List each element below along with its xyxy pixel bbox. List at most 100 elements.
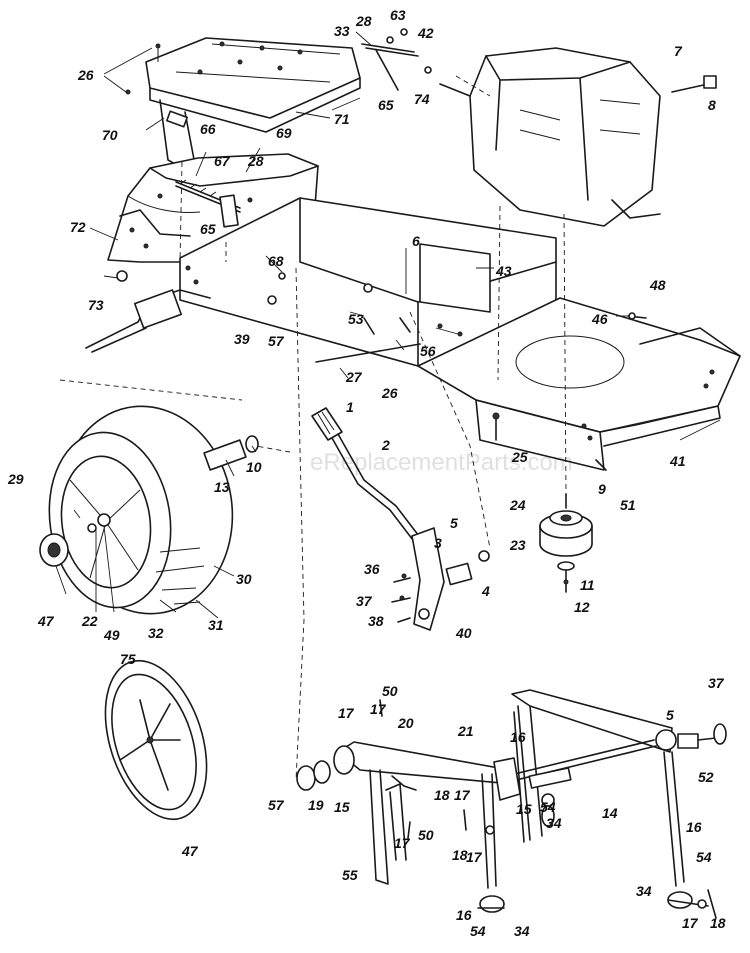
pulley-part	[539, 493, 593, 593]
callout-19: 19	[308, 797, 324, 813]
callout-65: 65	[378, 97, 394, 113]
callout-10: 10	[246, 459, 262, 475]
axle-spacer-part	[203, 435, 259, 471]
callout-52: 52	[698, 769, 714, 785]
callout-21: 21	[457, 723, 474, 739]
callout-13: 13	[214, 479, 230, 495]
hub-cap-part	[39, 509, 111, 567]
callout-67: 67	[214, 153, 231, 169]
callout-34: 34	[514, 923, 530, 939]
callout-57: 57	[268, 333, 285, 349]
callout-17: 17	[338, 705, 355, 721]
callout-55: 55	[342, 867, 358, 883]
callout-57: 57	[268, 797, 285, 813]
clutch-pedal-part	[311, 407, 490, 631]
callout-54: 54	[696, 849, 712, 865]
callout-47: 47	[181, 843, 199, 859]
callout-5: 5	[450, 515, 458, 531]
axle-bracket-part	[85, 270, 421, 363]
callout-34: 34	[546, 815, 562, 831]
callout-23: 23	[509, 537, 526, 553]
callout-26: 26	[77, 67, 94, 83]
callout-46: 46	[591, 311, 608, 327]
callout-16: 16	[686, 819, 702, 835]
callout-1: 1	[346, 399, 354, 415]
callout-51: 51	[620, 497, 636, 513]
callout-14: 14	[602, 805, 618, 821]
wheel-cover-part	[104, 659, 208, 821]
main-frame-part	[179, 197, 741, 471]
callout-70: 70	[102, 127, 118, 143]
callout-22: 22	[81, 613, 98, 629]
callout-54: 54	[540, 799, 556, 815]
callout-68: 68	[268, 253, 284, 269]
callout-74: 74	[414, 91, 430, 107]
callout-54: 54	[470, 923, 486, 939]
callout-15: 15	[334, 799, 350, 815]
callout-6: 6	[412, 233, 420, 249]
callout-42: 42	[417, 25, 434, 41]
callout-16: 16	[456, 907, 472, 923]
callout-72: 72	[70, 219, 86, 235]
callout-3: 3	[434, 535, 442, 551]
callout-36: 36	[364, 561, 380, 577]
projection-lines	[59, 75, 567, 781]
callout-9: 9	[598, 481, 606, 497]
engine-part	[439, 47, 717, 227]
callout-2: 2	[381, 437, 390, 453]
callout-53: 53	[348, 311, 364, 327]
callout-labels: 26 33 28 63 42 7 8 65 74 71 70 66 69 67 …	[7, 7, 726, 939]
callout-18: 18	[710, 915, 726, 931]
fasteners-part	[267, 272, 647, 717]
callout-50: 50	[418, 827, 434, 843]
callout-37: 37	[708, 675, 725, 691]
callout-28: 28	[355, 13, 372, 29]
callout-50: 50	[382, 683, 398, 699]
callout-26: 26	[381, 385, 398, 401]
callout-30: 30	[236, 571, 252, 587]
callout-56: 56	[420, 343, 436, 359]
callout-18: 18	[452, 847, 468, 863]
callout-12: 12	[574, 599, 590, 615]
callout-43: 43	[495, 263, 512, 279]
seat-pan-part	[145, 37, 361, 133]
callout-15: 15	[516, 801, 532, 817]
callout-11: 11	[580, 577, 595, 593]
callout-71: 71	[334, 111, 350, 127]
rear-tire-part	[48, 405, 234, 615]
callout-37: 37	[356, 593, 373, 609]
callout-63: 63	[390, 7, 406, 23]
callout-17: 17	[370, 701, 387, 717]
lift-linkage-part	[296, 741, 555, 913]
callout-48: 48	[649, 277, 666, 293]
callout-32: 32	[148, 625, 164, 641]
callout-75: 75	[120, 651, 136, 667]
callout-65: 65	[200, 221, 216, 237]
callout-17: 17	[394, 835, 411, 851]
callout-40: 40	[455, 625, 472, 641]
callout-33: 33	[334, 23, 350, 39]
callout-7: 7	[674, 43, 683, 59]
callout-39: 39	[234, 331, 250, 347]
callout-69: 69	[276, 125, 292, 141]
callout-73: 73	[88, 297, 104, 313]
callout-47: 47	[37, 613, 55, 629]
callout-66: 66	[200, 121, 216, 137]
callout-18: 18	[434, 787, 450, 803]
callout-49: 49	[103, 627, 120, 643]
callout-5: 5	[666, 707, 674, 723]
callout-17: 17	[466, 849, 483, 865]
callout-17: 17	[682, 915, 699, 931]
callout-27: 27	[345, 369, 363, 385]
callout-38: 38	[368, 613, 384, 629]
callout-24: 24	[509, 497, 526, 513]
callout-28: 28	[247, 153, 264, 169]
callout-17: 17	[454, 787, 471, 803]
leader-lines	[55, 31, 721, 619]
callout-31: 31	[208, 617, 224, 633]
callout-8: 8	[708, 97, 716, 113]
seat-adjust-rod-part	[175, 179, 241, 228]
callout-25: 25	[511, 449, 528, 465]
shift-linkage-part	[505, 689, 727, 919]
